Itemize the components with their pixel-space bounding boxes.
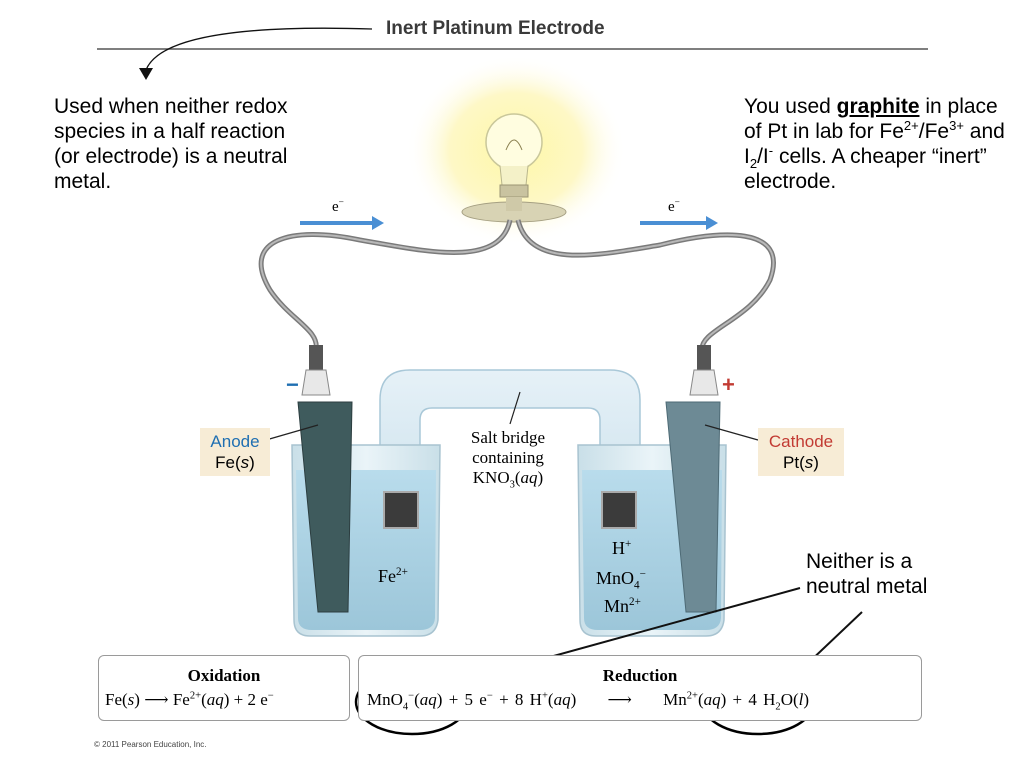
graphite-emphasis: graphite [836,95,920,118]
left-wire [258,219,513,351]
reduction-equation: MnO4−(aq) + 5 e− + 8 H+(aq) ⟶ Mn2+(aq) +… [367,690,810,713]
left-electron-label: e− [332,198,344,215]
title-pointer-arrowhead [139,68,153,80]
reduction-box: Reduction MnO4−(aq) + 5 e− + 8 H+(aq) ⟶ … [358,655,922,721]
anode-sign: − [286,372,299,397]
salt-bridge-label: Salt bridge containing KNO3(aq) [470,428,546,491]
cathode-pointer [704,424,759,441]
ion-mno4: MnO4− [596,568,646,592]
anode-pointer [265,424,319,441]
oxidation-heading: Oxidation [187,666,261,685]
oxidation-box: Oxidation Fe(s) ⟶ Fe2+(aq) + 2 e− [98,655,350,721]
cathode-label: Cathode Pt(s) [758,428,844,476]
oxidation-equation: Fe(s) ⟶ Fe2+(aq) + 2 e− [105,690,274,709]
right-electron-label: e− [668,198,680,215]
right-bridge-plug [601,491,637,529]
reduction-heading: Reduction [602,666,678,685]
right-wire [515,219,776,351]
neither-note: Neither is a neutral metal [806,550,928,598]
bulb-icon [485,113,543,171]
copyright: © 2011 Pearson Education, Inc. [94,740,207,749]
title-pointer-arrow [145,27,373,71]
right-clip [697,345,711,371]
left-clip [309,345,323,371]
left-bridge-plug [383,491,419,529]
left-ion-label: Fe2+ [378,566,408,586]
anode-electrode [297,401,353,613]
ion-mn: Mn2+ [604,596,641,616]
page-title: Inert Platinum Electrode [386,18,605,39]
cathode-sign: + [722,372,735,397]
ion-h: H+ [612,538,632,558]
right-note: You used graphite in place of Pt in lab … [744,95,1005,193]
salt-bridge-pointer [509,391,521,425]
anode-label: Anode Fe(s) [200,428,270,476]
left-note: Used when neither redox species in a hal… [54,95,288,193]
